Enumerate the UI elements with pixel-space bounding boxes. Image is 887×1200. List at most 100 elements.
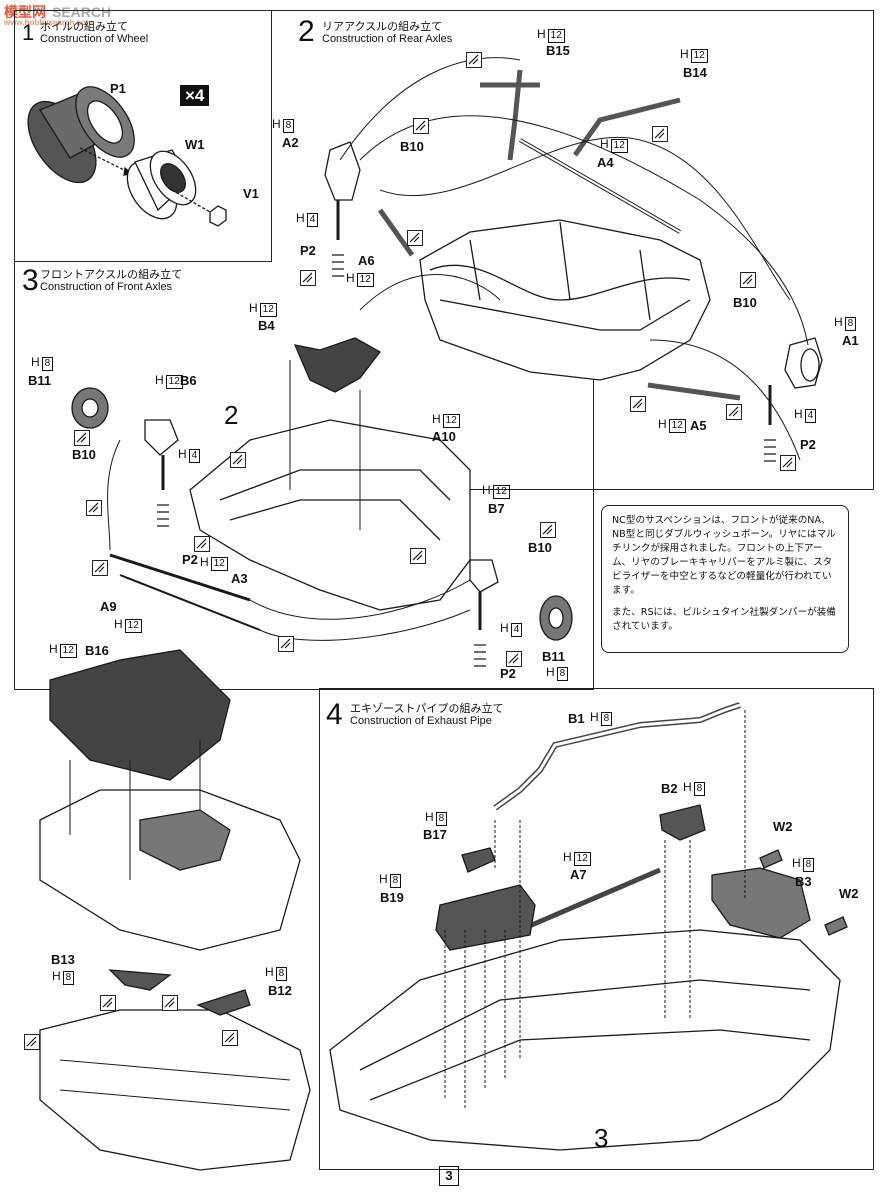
glue-icon [24,1034,40,1050]
part-label-w2-upper: W2 [773,819,793,834]
part-label-a2: A2 [282,135,299,150]
glue-icon [630,396,646,412]
glue-icon [506,651,522,667]
glue-icon [86,500,102,516]
glue-icon [278,636,294,652]
step4-title-jp: エキゾーストパイプの組み立て [350,702,504,715]
part-label-w1: W1 [185,137,205,152]
part-label-v1: V1 [243,186,259,201]
part-label-b6: B6 [180,373,197,388]
step2-number: 2 [298,15,315,48]
part-label-b12: B12 [268,983,292,998]
glue-icon [652,126,668,142]
glue-icon [162,995,178,1011]
page-number: 3 [439,1166,459,1186]
part-label-a3: A3 [231,571,248,586]
part-label-a4: A4 [597,155,614,170]
step2-title-jp: リアアクスルの組み立て [322,20,443,33]
part-label-b10-rear-left: B10 [400,139,424,154]
ref-step3-marker: 3 [594,1123,609,1153]
step3-title-en: Construction of Front Axles [40,281,173,293]
part-label-p2-rear-right: P2 [800,437,816,452]
glue-icon [92,560,108,576]
part-label-a6: A6 [358,253,375,268]
part-label-p2-front-right: P2 [500,666,516,681]
part-label-b10-front-left: B10 [72,447,96,462]
step1-number: 1 [22,20,35,45]
part-label-p1: P1 [110,81,126,96]
part-label-w2-lower: W2 [839,886,859,901]
step1-panel [14,10,272,262]
glue-icon [100,995,116,1011]
part-label-b19: B19 [380,890,404,905]
quantity-x4-badge: ×4 [180,85,210,106]
part-label-a9: A9 [100,599,117,614]
step4-panel [319,688,874,1170]
part-label-b11-front-right: B11 [542,649,566,664]
glue-icon [222,1030,238,1046]
glue-icon [74,430,90,446]
glue-icon [407,230,423,246]
step4-number: 4 [326,698,343,731]
glue-icon [726,404,742,420]
glue-icon [780,455,796,471]
note-paragraph-2: また、RSには、ビルシュタイン社製ダンパーが装備されています。 [612,607,836,632]
part-label-p2-rear-left: P2 [300,243,316,258]
glue-icon [466,52,482,68]
step2-panel [271,10,874,490]
part-label-a10: A10 [432,429,456,444]
note-paragraph-1: NC型のサスペンションは、フロントが従来のNA、NB型と同じダブルウィッシュボー… [612,515,836,596]
glue-icon [540,522,556,538]
part-label-b3: B3 [795,874,812,889]
part-label-b1: B1 [568,711,585,726]
part-label-b14: B14 [683,65,707,80]
part-label-p2-front-left: P2 [182,552,198,567]
part-label-b7: B7 [488,501,505,516]
part-label-a5: A5 [690,418,707,433]
part-label-b2: B2 [661,781,678,796]
ref-step2-marker: 2 [224,400,239,430]
step2-title-en: Construction of Rear Axles [322,33,453,45]
part-label-b10-rear-right: B10 [733,295,757,310]
watermark-site: SEARCH [52,4,112,20]
step4-title-en: Construction of Exhaust Pipe [350,715,492,727]
glue-icon [230,452,246,468]
step1-title-jp: ホイルの組み立て [40,20,128,33]
glue-icon [300,270,316,286]
step1-title-en: Construction of Wheel [40,33,149,45]
part-label-b15: B15 [546,43,570,58]
step3-panel [14,260,594,690]
part-label-b16: B16 [85,643,109,658]
glue-icon [410,548,426,564]
cap-v1 [209,205,227,227]
part-label-a1: A1 [842,333,859,348]
part-label-a7: A7 [570,867,587,882]
